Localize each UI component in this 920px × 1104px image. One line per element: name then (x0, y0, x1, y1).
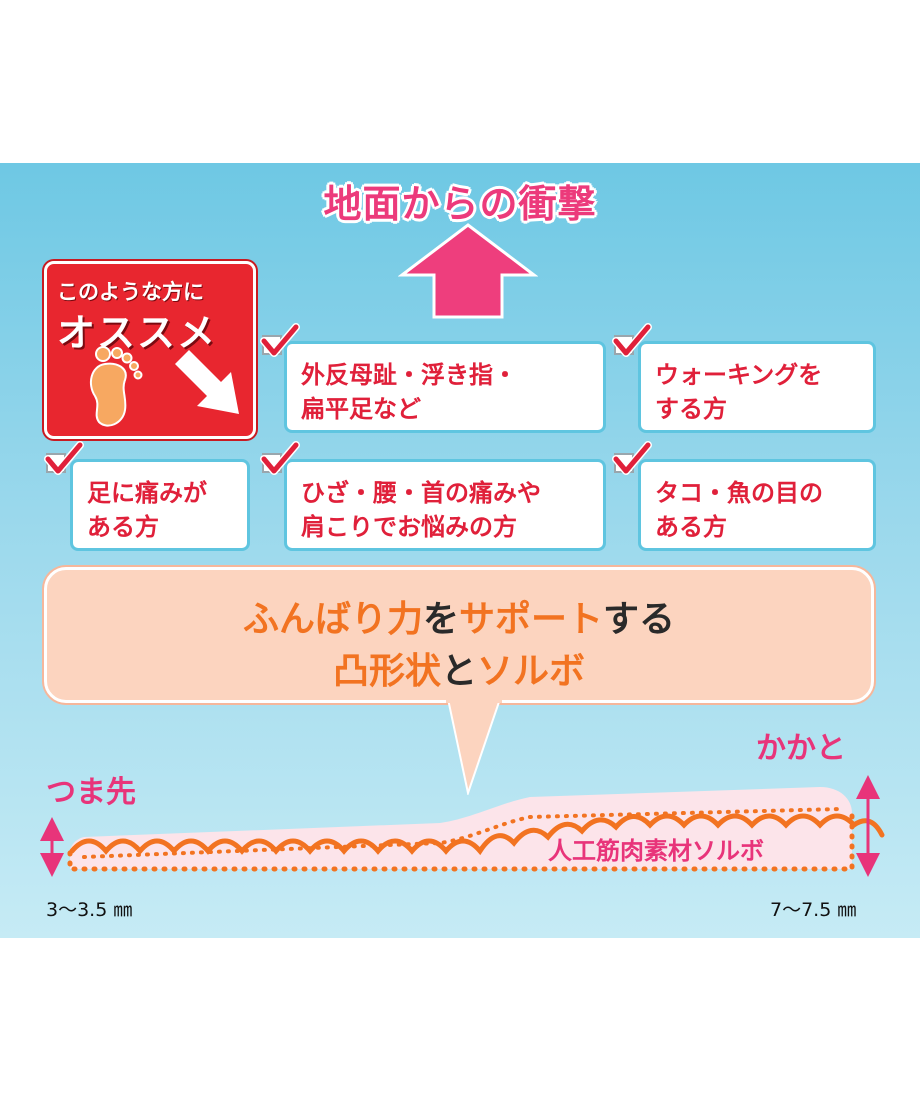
check-item-walking: ウォーキングを する方 (638, 341, 876, 433)
support-text: する (603, 599, 676, 640)
impact-title: 地面からの衝撃 (323, 182, 597, 226)
support-line2: 凸形状とソルボ (47, 642, 871, 694)
heel-label: かかと (756, 731, 846, 766)
checkmark-icon (260, 441, 300, 475)
pointer-icon (446, 699, 502, 795)
recommendation-badge: このような方に オススメ (44, 261, 256, 439)
check-item-bunion: 外反母趾・浮き指・ 扁平足など (284, 341, 606, 433)
check-item-line1: タコ・魚の目の (655, 479, 823, 507)
support-highlight: サポート (459, 599, 604, 640)
toe-thickness: 3〜3.5 ㎜ (46, 899, 133, 921)
check-item-line2: する方 (655, 395, 727, 423)
support-text: と (440, 651, 477, 692)
insole-outline (67, 810, 855, 872)
support-highlight: ふんばり力 (242, 599, 423, 640)
check-item-line2: 扁平足など (301, 395, 421, 423)
insole-top-edge (69, 813, 885, 856)
check-item-line1: ウォーキングを (655, 361, 823, 389)
check-item-line1: ひざ・腰・首の痛みや (301, 479, 541, 507)
diagonal-arrow-icon (175, 350, 239, 414)
badge-line2: オススメ (57, 311, 218, 355)
insole-info-panel: 地面からの衝撃 このような方に オススメ 外反母趾・浮き指・ 扁平足など ウォー… (0, 163, 920, 938)
material-label: 人工筋肉素材ソルボ (548, 837, 764, 865)
checkmark-icon (612, 323, 652, 357)
check-item-joint-pain: ひざ・腰・首の痛みや 肩こりでお悩みの方 (284, 459, 606, 551)
support-line1: ふんばり力をサポートする (47, 590, 871, 642)
support-highlight: ソルボ (477, 651, 586, 692)
insole-cross-section (40, 775, 885, 877)
support-text: を (422, 599, 459, 640)
heel-thickness: 7〜7.5 ㎜ (770, 899, 857, 921)
check-item-line2: ある方 (655, 513, 727, 541)
check-item-foot-pain: 足に痛みが ある方 (70, 459, 250, 551)
support-highlight: 凸形状 (332, 651, 441, 692)
checkmark-icon (44, 441, 84, 475)
check-item-line2: 肩こりでお悩みの方 (301, 513, 517, 541)
check-item-corns: タコ・魚の目の ある方 (638, 459, 876, 551)
foot-icon (89, 346, 143, 427)
up-arrow-icon (398, 223, 538, 319)
check-item-line2: ある方 (87, 513, 159, 541)
check-item-line1: 足に痛みが (87, 479, 207, 507)
toe-label: つま先 (46, 775, 136, 810)
checkmark-icon (260, 323, 300, 357)
badge-line1: このような方に (57, 280, 204, 304)
checkmark-icon (612, 441, 652, 475)
support-callout: ふんばり力をサポートする 凸形状とソルボ (44, 567, 874, 703)
check-item-line1: 外反母趾・浮き指・ (301, 361, 517, 389)
